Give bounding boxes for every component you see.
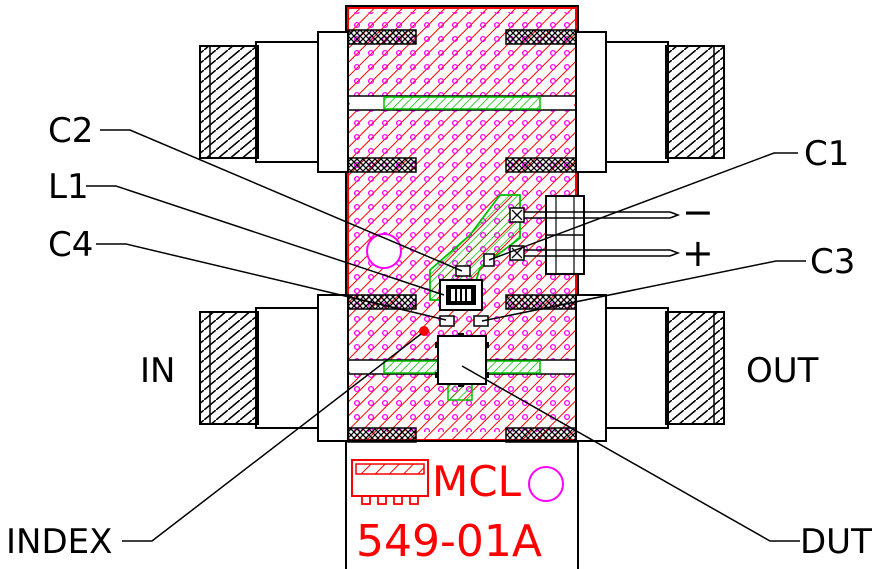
leader-index xyxy=(122,333,422,542)
label-c3: C3 xyxy=(810,242,855,282)
label-dut: DUT xyxy=(800,522,872,562)
signal-traces xyxy=(383,96,541,401)
leader-c1 xyxy=(488,152,798,261)
bias-header xyxy=(509,195,681,275)
board-marking: MCL 549-01A xyxy=(351,457,564,567)
label-c1: C1 xyxy=(804,134,849,174)
brand-text: MCL xyxy=(432,457,522,506)
connector-out xyxy=(575,294,725,442)
component-c2 xyxy=(455,265,471,277)
connector-in xyxy=(199,294,349,442)
label-c2: C2 xyxy=(48,111,93,151)
label-out: OUT xyxy=(746,351,819,391)
part-number: 549-01A xyxy=(356,516,542,567)
index-marker xyxy=(419,326,429,336)
package-logo xyxy=(351,459,429,505)
leader-lines xyxy=(86,129,806,542)
leader-dut xyxy=(461,365,800,542)
leader-c2 xyxy=(100,129,463,272)
component-l1 xyxy=(439,279,483,311)
component-dut xyxy=(435,333,489,387)
leader-c3 xyxy=(481,260,806,322)
connector-top-right xyxy=(575,31,725,173)
ground-pads xyxy=(347,29,577,443)
leader-c4 xyxy=(96,243,447,321)
label-minus: − xyxy=(682,190,714,234)
leader-l1 xyxy=(86,185,445,296)
label-plus: + xyxy=(682,231,714,275)
callout-labels: C2 L1 C4 C1 C3 IN OUT INDEX DUT − + xyxy=(6,111,872,562)
brand-circle xyxy=(528,466,564,502)
component-c3 xyxy=(473,315,489,327)
mounting-hole xyxy=(366,233,402,269)
label-index: INDEX xyxy=(6,522,112,562)
label-in: IN xyxy=(140,351,175,391)
label-c4: C4 xyxy=(48,225,93,265)
connector-top-left xyxy=(199,31,349,173)
label-l1: L1 xyxy=(48,167,89,207)
component-c4 xyxy=(439,315,455,327)
